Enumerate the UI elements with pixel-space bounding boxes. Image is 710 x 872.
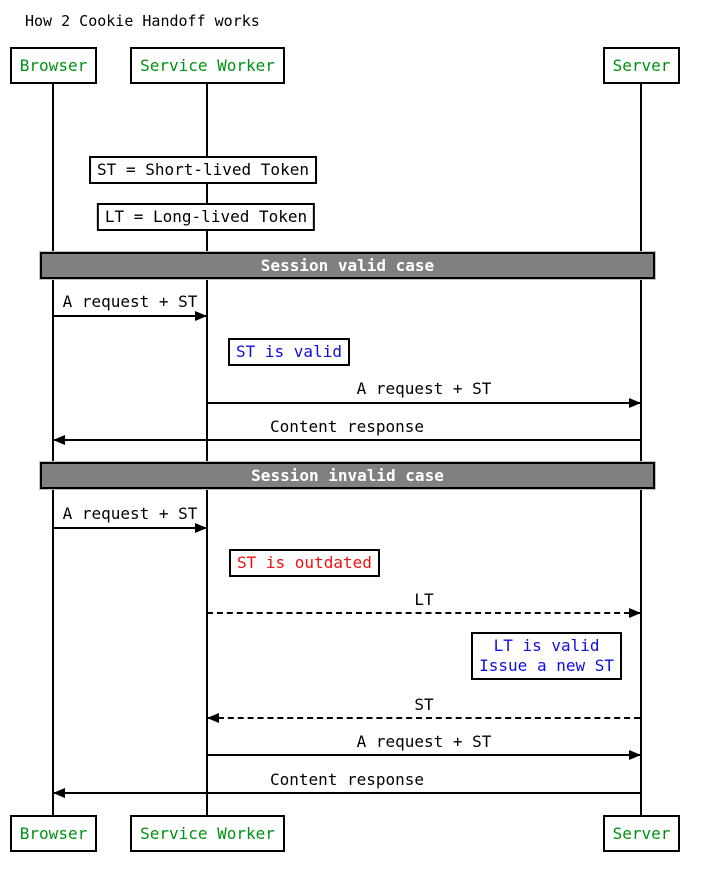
- message-line: [54, 439, 641, 441]
- divider-session-invalid: Session invalid case: [40, 462, 655, 489]
- message-line-dashed: [207, 612, 640, 614]
- browser-lifeline: [52, 84, 54, 815]
- actor-browser-top: Browser: [10, 47, 97, 84]
- arrowhead-right-icon: [629, 398, 641, 408]
- divider-session-invalid-label: Session invalid case: [251, 466, 444, 485]
- arrowhead-left-icon: [207, 713, 219, 723]
- message-label: Content response: [269, 770, 425, 789]
- message-line: [53, 315, 206, 317]
- message-label: A request + ST: [62, 292, 198, 311]
- message-line: [207, 402, 640, 404]
- divider-session-valid-label: Session valid case: [260, 256, 435, 275]
- actor-server-bottom: Server: [603, 815, 680, 852]
- note-lt-valid: LT is valid Issue a new ST: [471, 632, 622, 680]
- message-label: Content response: [269, 417, 425, 436]
- arrowhead-right-icon: [629, 750, 641, 760]
- arrowhead-right-icon: [195, 311, 207, 321]
- note-lt-valid-line1: LT is valid: [493, 636, 600, 655]
- note-lt-definition: LT = Long-lived Token: [96, 203, 316, 231]
- arrowhead-right-icon: [195, 523, 207, 533]
- message-line: [53, 527, 206, 529]
- message-label: LT: [414, 590, 434, 609]
- actor-service-worker-top: Service Worker: [130, 47, 285, 84]
- service-worker-lifeline: [206, 84, 208, 815]
- actor-service-worker-bottom: Service Worker: [130, 815, 285, 852]
- diagram-title: How 2 Cookie Handoff works: [25, 12, 260, 30]
- note-st-valid: ST is valid: [228, 338, 350, 366]
- message-label: ST: [414, 695, 434, 714]
- message-label: A request + ST: [62, 504, 198, 523]
- note-lt-valid-line2: Issue a new ST: [479, 656, 614, 675]
- note-st-definition: ST = Short-lived Token: [89, 156, 317, 184]
- note-st-outdated: ST is outdated: [229, 549, 380, 577]
- message-label: A request + ST: [356, 732, 492, 751]
- actor-browser-bottom: Browser: [10, 815, 97, 852]
- arrowhead-left-icon: [53, 435, 65, 445]
- message-line-dashed: [208, 717, 640, 719]
- message-line: [207, 754, 640, 756]
- arrowhead-right-icon: [629, 608, 641, 618]
- arrowhead-left-icon: [53, 788, 65, 798]
- server-lifeline: [640, 84, 642, 815]
- actor-server-top: Server: [603, 47, 680, 84]
- divider-session-valid: Session valid case: [40, 252, 655, 279]
- message-line: [54, 792, 641, 794]
- message-label: A request + ST: [356, 379, 492, 398]
